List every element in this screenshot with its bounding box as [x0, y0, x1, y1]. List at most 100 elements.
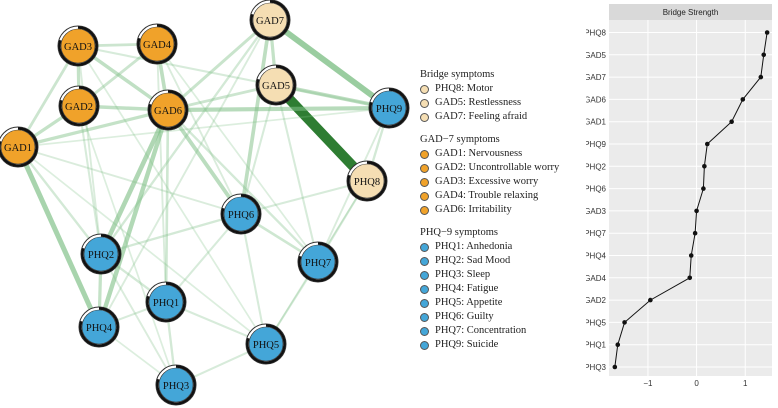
node-phq6: PHQ6	[220, 193, 262, 235]
legend-group-title: Bridge symptoms	[420, 69, 495, 80]
node-phq4: PHQ4	[78, 306, 120, 348]
node-fill	[61, 88, 97, 124]
node-fill	[139, 26, 175, 62]
legend-item: PHQ2: Sad Mood	[420, 254, 590, 268]
node-pie-arc	[221, 194, 261, 234]
edge-gad6-phq1	[164, 108, 170, 304]
legend-item-label: PHQ2: Sad Mood	[435, 255, 511, 266]
legend-item: GAD3: Excessive worry	[420, 175, 590, 189]
node-pie-arc	[250, 0, 290, 40]
data-point-phq5	[622, 320, 627, 325]
node-pie-arc	[156, 365, 196, 405]
edge-gad6-phq4	[96, 107, 171, 330]
node-pie-arc	[58, 26, 98, 66]
legend-item-label: GAD1: Nervousness	[435, 148, 523, 159]
legend-swatch	[420, 84, 429, 94]
edge-gad6-phq9	[165, 105, 392, 113]
legend-item-label: PHQ4: Fatigue	[435, 283, 499, 294]
data-point-gad7	[758, 74, 764, 80]
data-point-phq7	[692, 230, 698, 236]
chart-title: Bridge Strength	[663, 8, 719, 17]
y-tick-label: PHQ5	[586, 318, 607, 327]
legend-swatch	[420, 340, 429, 350]
node-fill	[0, 129, 36, 165]
node-label: PHQ3	[163, 381, 189, 392]
node-fill	[300, 244, 336, 280]
legend-swatch	[420, 256, 429, 266]
y-tick-label: PHQ6	[586, 185, 607, 194]
node-label: GAD4	[143, 40, 172, 51]
node-pie-arc	[79, 307, 119, 347]
legend-item: GAD6: Irritability	[420, 203, 590, 217]
node-gad7: GAD7	[249, 0, 291, 41]
edge-gad7-phq6	[239, 18, 272, 216]
node-fill	[223, 196, 259, 232]
edge-gad7-phq2	[99, 18, 272, 256]
edge-gad2-phq2	[77, 104, 103, 256]
data-point-gad2	[648, 297, 653, 303]
node-gad5: GAD5	[255, 64, 297, 106]
legend-item: PHQ7: Concentration	[420, 324, 590, 338]
legend-swatch	[420, 163, 429, 173]
node-label: GAD6	[154, 106, 182, 117]
legend-swatch	[420, 98, 429, 108]
node-label: GAD2	[65, 102, 93, 113]
node-fill	[248, 326, 284, 362]
edge-phq6-phq8	[239, 179, 369, 216]
edge-gad1-phq9	[17, 107, 390, 148]
node-fill	[349, 163, 385, 199]
data-point-phq3	[612, 364, 618, 370]
node-fill	[83, 236, 119, 272]
bridge-strength-chart: Bridge Strength PHQ8GAD5GAD7GAD6GAD1PHQ9…	[586, 4, 772, 388]
node-phq7: PHQ7	[297, 241, 339, 283]
legend-swatch	[420, 312, 429, 322]
edge-gad5-phq8	[271, 80, 372, 186]
legend-item-label: PHQ9: Suicide	[435, 339, 499, 350]
node-phq3: PHQ3	[155, 364, 197, 406]
edge-gad7-gad6	[166, 18, 272, 112]
edge-gad6-phq7	[166, 108, 320, 264]
node-label: GAD3	[64, 42, 92, 53]
node-label: GAD1	[4, 143, 32, 154]
legend-item: PHQ1: Anhedonia	[420, 240, 590, 254]
node-pie-arc	[0, 127, 38, 167]
node-label: PHQ7	[305, 258, 331, 269]
legend-item-label: GAD7: Feeling afraid	[435, 111, 528, 122]
chart-strip	[609, 4, 772, 20]
y-tick-label: PHQ2	[586, 162, 607, 171]
node-fill	[81, 309, 117, 345]
data-point-gad3	[694, 208, 699, 214]
edge-gad6-phq2	[98, 107, 171, 257]
node-label: GAD5	[262, 81, 290, 92]
y-tick-label: GAD3	[586, 207, 607, 216]
legend-item-label: PHQ5: Appetite	[435, 297, 503, 308]
legend-swatch	[420, 270, 429, 280]
y-tick-label: PHQ8	[586, 29, 607, 38]
node-pie-arc	[81, 234, 121, 274]
node-label: PHQ4	[86, 323, 113, 334]
legend-group-title: PHQ−9 symptoms	[420, 227, 498, 238]
y-tick-label: GAD6	[586, 95, 607, 104]
legend-swatch	[420, 177, 429, 187]
legend-item-label: PHQ7: Concentration	[435, 325, 527, 336]
legend-item: PHQ3: Sleep	[420, 268, 590, 282]
legend-item-label: GAD2: Uncontrollable worry	[435, 162, 560, 173]
node-pie-arc	[298, 242, 338, 282]
edge-gad1-phq2	[16, 145, 103, 256]
data-point-gad4	[687, 275, 693, 281]
node-pie-arc	[246, 324, 286, 364]
edge-gad1-gad6	[16, 108, 170, 149]
legend-item: GAD1: Nervousness	[420, 147, 590, 161]
node-pie-arc	[146, 282, 186, 322]
series-line	[614, 32, 768, 368]
node-phq1: PHQ1	[145, 281, 187, 323]
node-label: PHQ6	[228, 210, 254, 221]
node-gad6: GAD6	[147, 89, 189, 131]
edge-gad7-phq4	[98, 19, 271, 328]
edge-gad4-phq7	[156, 43, 319, 263]
y-tick-label: GAD4	[586, 274, 607, 283]
legend-item: GAD7: Feeling afraid	[420, 110, 590, 124]
